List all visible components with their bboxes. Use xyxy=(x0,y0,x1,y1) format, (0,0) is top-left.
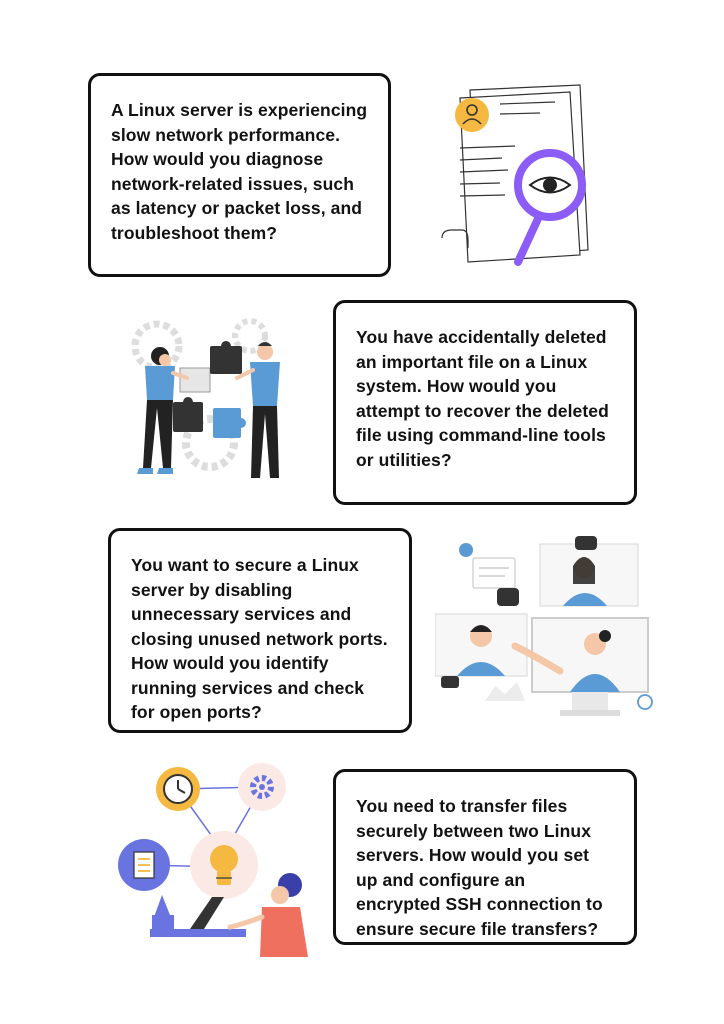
question-text-2: You have accidentally deleted an importa… xyxy=(356,327,609,470)
question-card-4: You need to transfer files securely betw… xyxy=(333,769,637,945)
ideas-network-laptop-icon xyxy=(112,757,312,957)
question-card-2: You have accidentally deleted an importa… xyxy=(333,300,637,505)
question-card-1: A Linux server is experiencing slow netw… xyxy=(88,73,391,277)
video-call-meeting-icon xyxy=(434,536,660,732)
question-text-4: You need to transfer files securely betw… xyxy=(356,796,603,939)
people-puzzle-gears-icon xyxy=(125,318,300,488)
document-magnifier-eye-icon xyxy=(430,80,600,280)
question-card-3: You want to secure a Linux server by dis… xyxy=(108,528,412,733)
question-text-1: A Linux server is experiencing slow netw… xyxy=(111,100,368,243)
question-text-3: You want to secure a Linux server by dis… xyxy=(131,555,388,722)
